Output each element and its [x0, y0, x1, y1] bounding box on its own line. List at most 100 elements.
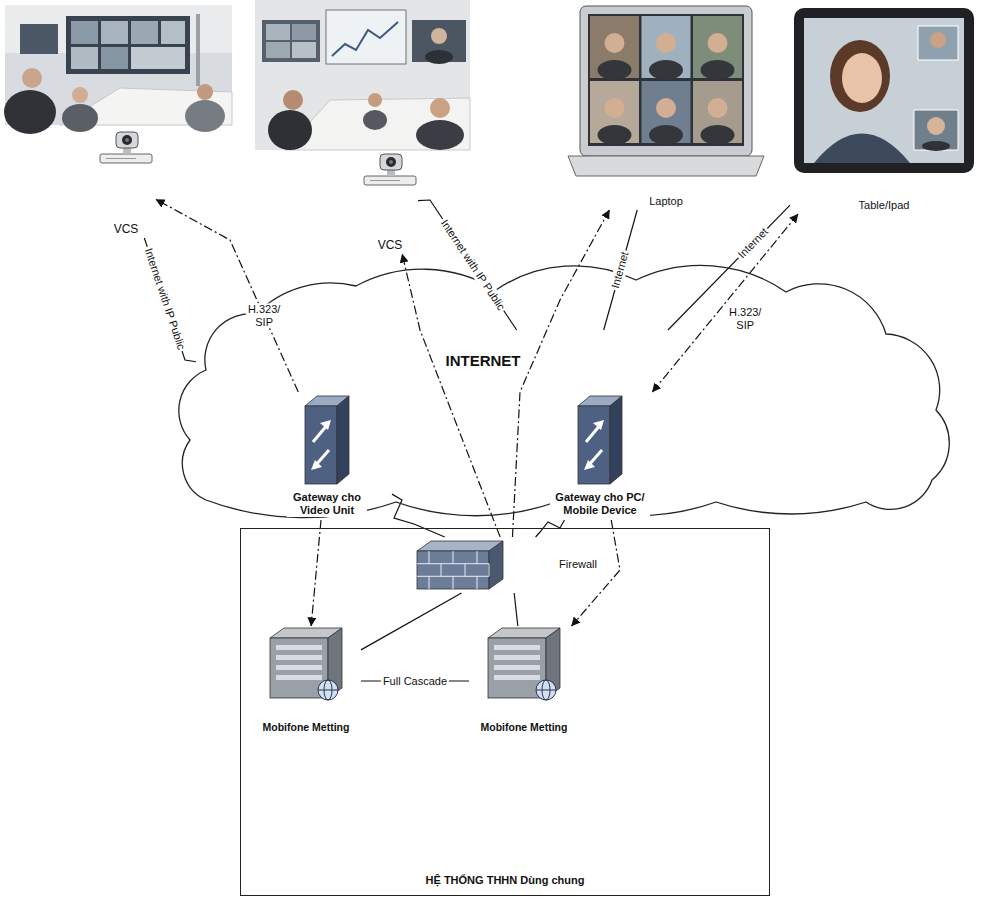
signal-connector [402, 254, 500, 537]
meeting-server-label: Mobifone Metting [481, 721, 568, 734]
laptop-icon-part [568, 6, 764, 176]
server-icon-part [488, 628, 560, 700]
server-icon-part [494, 675, 540, 680]
meeting-room-photo-part [101, 21, 128, 44]
network-link [144, 238, 196, 362]
vcs-terminal-label: VCS [114, 222, 139, 236]
vcs-terminal: VCS [362, 150, 418, 254]
server-icon [469, 626, 579, 736]
tablet-icon-part [927, 117, 945, 135]
meeting-room-photo-part [292, 42, 316, 58]
meeting-room-photo-part [431, 28, 447, 44]
meeting-server-label: Mobifone Metting [263, 721, 350, 734]
gateway: Gateway cho Video Unit [262, 392, 392, 520]
gateway-icon-part [584, 460, 595, 470]
laptop-icon-part [701, 60, 735, 80]
camera-icon-part [370, 180, 400, 181]
server-icon-part [318, 680, 338, 700]
meeting-room-photo-part [66, 16, 190, 74]
meeting-room-photo-part [266, 24, 290, 40]
firewall-icon-part [417, 541, 503, 589]
server-icon-part [270, 628, 342, 700]
firewall-icon-part [465, 564, 466, 577]
firewall-icon-part [441, 564, 442, 577]
meeting-room-photo-part [363, 110, 387, 130]
meeting-room-photo-part [326, 10, 406, 64]
gateway-label: Gateway cho PC/ Mobile Device [550, 491, 650, 517]
meeting-room-photo [4, 5, 232, 134]
tablet-icon-part [830, 40, 890, 112]
cloud-icon-part [179, 265, 949, 517]
signal-connector [156, 199, 298, 392]
camera-icon [96, 128, 156, 238]
firewall-icon-part [453, 576, 454, 589]
network-link [392, 494, 445, 537]
meeting-room-photo-part [131, 21, 158, 44]
server-icon-part [276, 665, 322, 670]
connector-label: Full Cascade [381, 675, 449, 688]
tablet-icon-part [918, 26, 958, 60]
firewall-icon-part [429, 551, 430, 564]
meeting-room-photo-part [425, 50, 453, 64]
gateway-icon-part [305, 396, 349, 484]
meeting-room-photo-part [22, 68, 42, 88]
meeting-room-photo-part [20, 24, 58, 54]
camera-icon-part [380, 154, 402, 170]
tablet-icon [790, 4, 978, 214]
firewall-icon-part [489, 564, 490, 577]
gateway-icon-part [593, 420, 604, 430]
camera-icon-part [122, 135, 132, 145]
tablet-icon-part [930, 32, 946, 48]
meeting-room-photo [255, 0, 470, 150]
laptop-icon-part [656, 33, 676, 53]
laptop-icon-part [656, 98, 676, 118]
laptop-icon [568, 4, 764, 210]
meeting-room-photo-part [268, 110, 312, 150]
firewall-icon-part [429, 576, 430, 589]
laptop-terminal: Laptop [568, 4, 764, 210]
connector-layer-part [144, 199, 798, 681]
gateway-icon-part [337, 396, 349, 484]
laptop-icon-part [568, 156, 764, 176]
server-icon-part [276, 645, 322, 650]
tablet-icon-part [804, 18, 964, 163]
meeting-server: Mobifone Metting [251, 626, 361, 736]
cloud-icon-part [179, 265, 949, 517]
meeting-room-photo-part [131, 47, 185, 69]
server-icon-part [494, 645, 540, 650]
camera-icon-part [116, 132, 138, 148]
meeting-room-photo-part [368, 93, 382, 107]
firewall-icon-part [489, 541, 503, 589]
gateway-icon-part [578, 396, 622, 484]
camera-icon-part [100, 132, 152, 163]
gateway-icon-part [320, 420, 331, 430]
meeting-room-photo-part [292, 24, 316, 40]
connector-label: Internet with IP Public [141, 245, 188, 354]
firewall-icon-part [477, 551, 478, 564]
laptop-icon-part [605, 33, 625, 53]
camera-icon-part [100, 154, 152, 163]
gateway-label: Gateway cho Video Unit [287, 491, 367, 517]
tablet-terminal-label: Table/Ipad [859, 199, 910, 212]
server-icon [251, 626, 361, 736]
meeting-room-photo-part [262, 20, 320, 62]
internet-cloud: INTERNETGateway cho Video UnitGateway ch… [196, 330, 960, 514]
camera-icon-part [364, 154, 416, 185]
meeting-room-photo-part [161, 21, 185, 44]
server-icon-part [494, 655, 540, 660]
firewall-icon-part [417, 541, 503, 551]
network-link [361, 680, 469, 681]
firewall: Firewall [411, 537, 611, 593]
connector-label: Internet with IP Public [438, 216, 510, 315]
meeting-room-photo-part [72, 87, 88, 103]
firewall-icon-part [453, 551, 454, 564]
signal-connector [311, 520, 321, 626]
vcs-terminal-label: VCS [378, 238, 403, 252]
camera-icon-part [386, 157, 396, 167]
server-icon-part [270, 628, 342, 700]
meeting-room-photo-part [71, 21, 98, 44]
tablet-icon-part [842, 53, 882, 103]
laptop-terminal-label: Laptop [649, 195, 683, 208]
tablet-icon-part [814, 134, 910, 164]
